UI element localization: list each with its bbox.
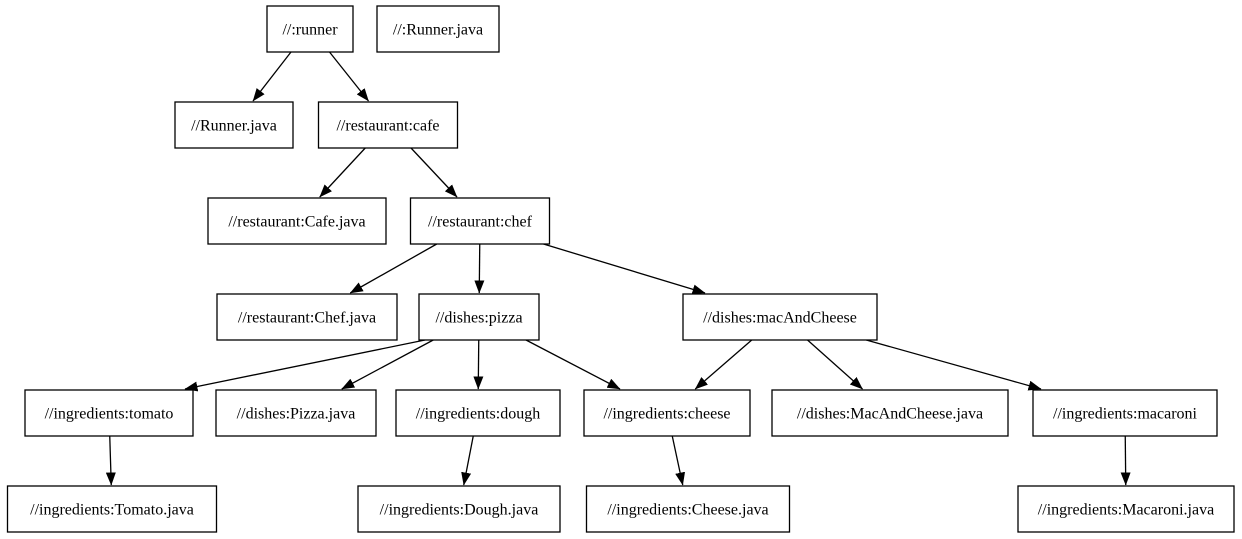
graph-node-box <box>357 485 561 533</box>
graph-node-label: //ingredients:dough <box>416 406 540 423</box>
edge-runner-to-cafe <box>328 51 370 102</box>
graph-node-macaroni-java: //ingredients:Macaroni.java <box>1017 485 1235 533</box>
graph-node-box <box>395 389 561 437</box>
graph-node-label: //restaurant:cafe <box>336 118 439 135</box>
graph-node-runner-java: //Runner.java <box>174 101 294 149</box>
edge-cafe-to-cafe-java <box>319 147 366 198</box>
graph-node-chef-java: //restaurant:Chef.java <box>216 293 398 341</box>
edge-chef-to-macandcheese <box>543 243 706 295</box>
graph-node-tomato-java: //ingredients:Tomato.java <box>6 485 218 533</box>
graph-node-cheese: //ingredients:cheese <box>583 389 751 437</box>
graph-node-box <box>409 197 551 245</box>
edge-chef-to-pizza <box>474 243 485 294</box>
graph-node-box <box>6 485 218 533</box>
graph-node-runner: //:runner <box>266 5 354 53</box>
graph-node-runner-java-root: //:Runner.java <box>376 5 500 53</box>
graph-node-cheese-java: //ingredients:Cheese.java <box>585 485 791 533</box>
graph-node-label: //dishes:pizza <box>435 310 522 327</box>
graph-node-box <box>207 197 387 245</box>
edge-runner-to-runner-java <box>252 51 292 102</box>
graph-node-box <box>24 389 194 437</box>
graph-node-label: //restaurant:Chef.java <box>238 310 376 327</box>
graph-node-tomato: //ingredients:tomato <box>24 389 194 437</box>
edge-cafe-to-chef <box>410 147 458 198</box>
graph-node-label: //ingredients:cheese <box>603 406 730 423</box>
graph-node-label: //Runner.java <box>191 118 277 135</box>
graph-node-macandcheese: //dishes:macAndCheese <box>682 293 878 341</box>
graph-node-box <box>216 293 398 341</box>
graph-node-dough-java: //ingredients:Dough.java <box>357 485 561 533</box>
nodes-layer: //:runner //:Runner.java //Runner.java //re… <box>6 5 1235 533</box>
graph-node-label: //dishes:MacAndCheese.java <box>797 406 983 423</box>
graph-node-label: //restaurant:chef <box>428 214 533 231</box>
graph-node-macaroni: //ingredients:macaroni <box>1032 389 1218 437</box>
graph-node-box <box>1017 485 1235 533</box>
edge-chef-to-chef-java <box>349 243 438 294</box>
graph-node-label: //dishes:macAndCheese <box>703 310 857 327</box>
graph-node-box <box>583 389 751 437</box>
graph-node-cafe-java: //restaurant:Cafe.java <box>207 197 387 245</box>
graph-node-box <box>266 5 354 53</box>
edge-macandcheese-to-cheese <box>694 339 753 390</box>
graph-node-label: //ingredients:Tomato.java <box>30 502 194 519</box>
graph-node-macandcheese-java: //dishes:MacAndCheese.java <box>771 389 1009 437</box>
edge-cheese-to-cheese-java <box>671 435 686 486</box>
graph-node-box <box>215 389 377 437</box>
graph-node-box <box>174 101 294 149</box>
edge-pizza-to-pizza-java <box>341 339 434 390</box>
graph-node-label: //ingredients:Macaroni.java <box>1038 502 1214 519</box>
edge-dough-to-dough-java <box>461 435 474 486</box>
graph-node-box <box>1032 389 1218 437</box>
edge-pizza-to-tomato <box>184 339 426 392</box>
graph-node-box <box>317 101 459 149</box>
graph-node-cafe: //restaurant:cafe <box>317 101 459 149</box>
graph-node-label: //restaurant:Cafe.java <box>228 214 365 231</box>
graph-node-label: //:runner <box>282 22 338 39</box>
graph-node-label: //ingredients:Dough.java <box>380 502 539 519</box>
graph-node-box <box>418 293 540 341</box>
edge-macandcheese-to-macaroni <box>866 339 1042 391</box>
graph-node-box <box>376 5 500 53</box>
graph-node-dough: //ingredients:dough <box>395 389 561 437</box>
graph-node-label: //dishes:Pizza.java <box>237 406 356 423</box>
graph-node-label: //:Runner.java <box>393 22 483 39</box>
edge-pizza-to-dough <box>473 339 484 390</box>
graph-node-chef: //restaurant:chef <box>409 197 551 245</box>
graph-node-box <box>682 293 878 341</box>
edge-pizza-to-cheese <box>525 339 621 390</box>
graph-node-box <box>585 485 791 533</box>
edge-macaroni-to-macaroni-java <box>1120 435 1131 486</box>
graph-node-pizza: //dishes:pizza <box>418 293 540 341</box>
graph-node-box <box>771 389 1009 437</box>
edge-macandcheese-to-macandcheese-java <box>807 339 863 390</box>
graph-node-label: //ingredients:tomato <box>45 406 174 423</box>
graph-node-label: //ingredients:macaroni <box>1053 406 1198 423</box>
graph-node-pizza-java: //dishes:Pizza.java <box>215 389 377 437</box>
graph-node-label: //ingredients:Cheese.java <box>607 502 768 519</box>
edge-tomato-to-tomato-java <box>105 435 116 486</box>
edges-layer <box>105 51 1131 486</box>
